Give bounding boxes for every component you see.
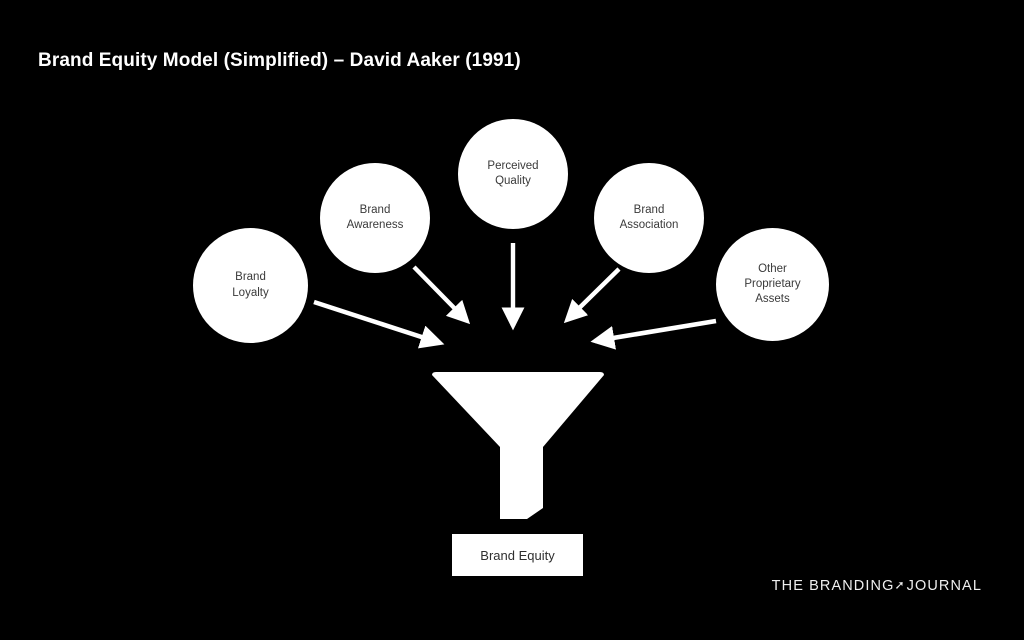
arrow-flourish-icon: ➚ — [894, 578, 906, 592]
label-line: Perceived — [487, 159, 539, 172]
node-brand-loyalty-label: Brand Loyalty — [232, 270, 268, 300]
node-other-proprietary-assets-label: Other Proprietary Assets — [744, 262, 800, 308]
node-perceived-quality[interactable]: Perceived Quality — [458, 119, 568, 229]
branding-journal-watermark: THE BRANDIN G ➚ JOURNAL — [772, 578, 982, 594]
brand-equity-output-box[interactable]: Brand Equity — [452, 534, 583, 576]
watermark-letter-g: G — [882, 578, 895, 594]
label-line: Loyalty — [232, 286, 269, 299]
node-brand-awareness-label: Brand Awareness — [347, 203, 404, 233]
label-line: Association — [619, 219, 679, 231]
node-brand-loyalty[interactable]: Brand Loyalty — [193, 228, 308, 343]
label-line: Assets — [755, 293, 790, 306]
node-perceived-quality-label: Perceived Quality — [487, 159, 538, 189]
label-line: Awareness — [346, 219, 404, 231]
label-line: Brand — [359, 203, 391, 216]
label-line: Proprietary — [744, 277, 801, 290]
label-line: Brand — [633, 203, 665, 216]
funnel-shape — [432, 372, 604, 519]
label-line: Quality — [495, 175, 531, 187]
node-brand-association-label: Brand Association — [620, 203, 679, 233]
brand-equity-label: Brand Equity — [480, 547, 555, 563]
arrow-brand-awareness — [412, 265, 471, 325]
label-line: Brand — [235, 271, 266, 284]
node-brand-association[interactable]: Brand Association — [594, 163, 704, 273]
watermark-text-before: THE BRANDIN — [771, 578, 883, 594]
node-other-proprietary-assets[interactable]: Other Proprietary Assets — [716, 228, 829, 341]
node-brand-awareness[interactable]: Brand Awareness — [320, 163, 430, 273]
label-line: Other — [758, 262, 787, 275]
arrow-brand-association — [563, 267, 621, 324]
page-title: Brand Equity Model (Simplified) – David … — [38, 50, 521, 71]
arrow-brand-loyalty — [313, 299, 445, 349]
arrow-other-proprietary-assets — [590, 318, 717, 350]
watermark-text-after: JOURNAL — [906, 578, 982, 594]
